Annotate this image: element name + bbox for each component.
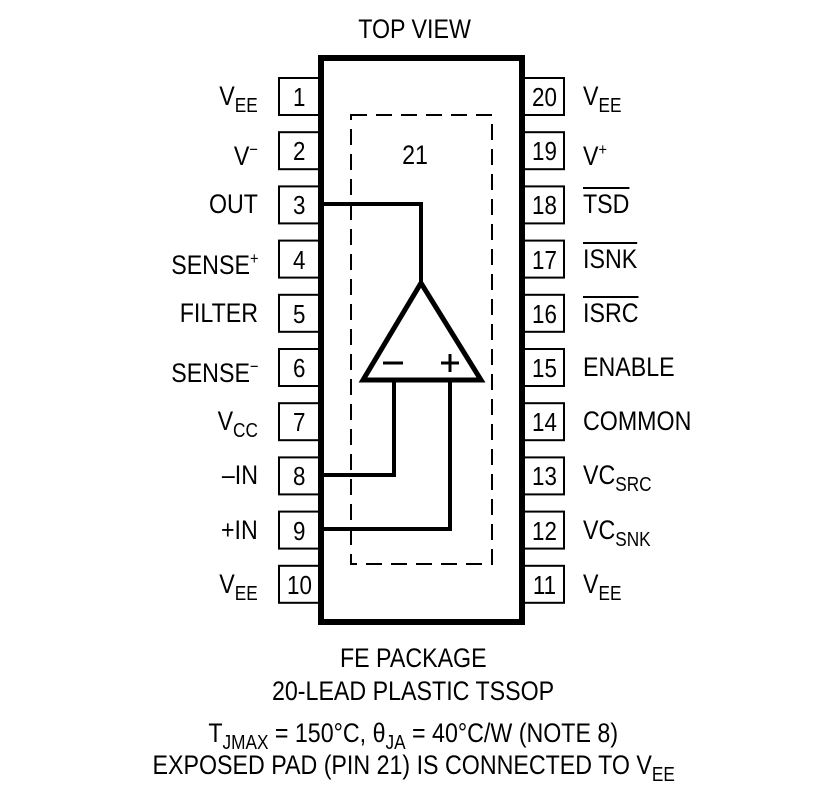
pin-label-1: VEE (219, 81, 258, 117)
pin-label-7: VCC (217, 406, 258, 443)
pin-number-9: 9 (292, 515, 306, 546)
diagram-title: TOP VIEW (358, 14, 471, 44)
pin-label-9: +IN (221, 514, 258, 545)
pin-box-12 (523, 510, 565, 550)
pin-box-14 (523, 402, 565, 442)
pin-number-11: 11 (532, 569, 556, 600)
pin-label-5: FILTER (179, 297, 258, 328)
pin-number-7: 7 (292, 407, 306, 438)
pin-number-10: 10 (286, 569, 312, 600)
pin-number-1: 1 (292, 82, 306, 112)
pin-number-18: 18 (531, 190, 557, 221)
plus-input-wire (324, 382, 452, 531)
pin-label-19: V+ (583, 140, 608, 172)
pin-box-6 (278, 348, 320, 387)
pin-number-12: 12 (531, 515, 557, 546)
pin-label-10: VEE (219, 568, 258, 605)
pin-label-13: VCSRC (583, 460, 652, 497)
pin-number-20: 20 (531, 82, 557, 112)
pin-box-2 (278, 131, 320, 171)
pin-number-17: 17 (531, 244, 557, 275)
footer-lead-type: 20-LEAD PLASTIC TSSOP (272, 676, 555, 706)
pin-number-6: 6 (292, 353, 306, 383)
pin-number-15: 15 (531, 353, 557, 383)
pin-label-16: ISRC (583, 297, 639, 328)
pin-label-8: –IN (221, 460, 258, 491)
pin-box-9 (278, 510, 320, 550)
pin-label-3: OUT (208, 189, 258, 220)
pin-number-8: 8 (292, 461, 306, 492)
pin-box-10 (278, 564, 320, 604)
amplifier-triangle-icon (358, 278, 486, 383)
pin-number-3: 3 (292, 190, 306, 221)
pin-box-17 (523, 239, 565, 279)
footer-pad-note: EXPOSED PAD (PIN 21) IS CONNECTED TO VEE (152, 750, 675, 786)
pin-box-16 (523, 293, 565, 333)
output-wire (324, 202, 423, 283)
pin-label-6: SENSE− (170, 357, 258, 388)
pin-label-15: ENABLE (583, 352, 675, 382)
pin-number-5: 5 (292, 298, 306, 329)
pin-number-14: 14 (531, 407, 557, 438)
pin-box-5 (278, 293, 320, 333)
pin-label-18: TSD (583, 189, 630, 220)
pin-label-17: ISNK (583, 243, 638, 274)
package-body (318, 55, 525, 625)
pin-box-11 (523, 564, 565, 604)
pin-number-2: 2 (292, 136, 306, 167)
pin-box-7 (278, 402, 320, 442)
pin-label-11: VEE (583, 568, 622, 605)
pin-label-12: VCSNK (583, 514, 651, 551)
pin-label-4: SENSE+ (170, 248, 258, 280)
pin-number-4: 4 (292, 244, 306, 275)
pin-box-19 (523, 131, 565, 171)
footer-thermal: TJMAX = 150°C, θJA = 40°C/W (NOTE 8) (208, 718, 619, 754)
pin-label-14: COMMON (583, 406, 692, 437)
pin-box-13 (523, 456, 565, 496)
pin-label-2: V− (233, 140, 258, 172)
pin-box-18 (523, 185, 565, 225)
pin-label-20: VEE (583, 81, 622, 117)
pin-number-16: 16 (531, 298, 557, 329)
pin-box-20 (523, 77, 565, 116)
pin-number-13: 13 (531, 461, 557, 492)
footer-package: FE PACKAGE (340, 643, 487, 673)
exposed-pad-number: 21 (402, 140, 428, 170)
minus-input-wire (324, 382, 396, 477)
pin-box-3 (278, 185, 320, 225)
pin-boxes (278, 77, 565, 604)
pin-box-15 (523, 348, 565, 387)
pin-box-8 (278, 456, 320, 496)
pin-number-19: 19 (531, 136, 557, 167)
exposed-pad-outline (350, 114, 493, 565)
pin-box-4 (278, 239, 320, 279)
pin-box-1 (278, 77, 320, 116)
